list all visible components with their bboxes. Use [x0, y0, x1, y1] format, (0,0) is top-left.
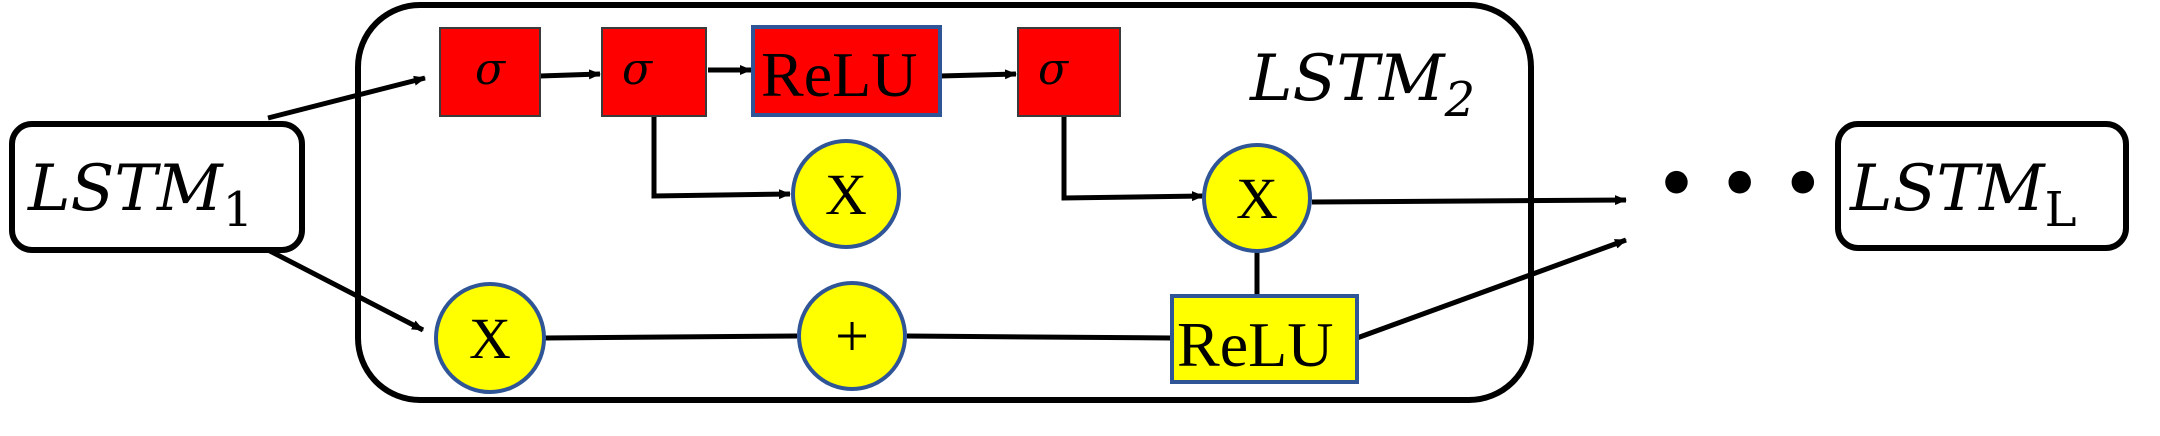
lstm2-title: LSTM2 [1249, 42, 1475, 128]
arrow-lstm1-to-mult-bottom [266, 247, 425, 333]
line-add-to-relu [906, 333, 1173, 341]
gate-1-label: σ [475, 44, 507, 95]
arrow-relu-to-ellipsis [1356, 237, 1627, 341]
gate-1: σ [439, 27, 541, 117]
add-bottom-label: + [835, 303, 869, 369]
arrow-gate4-to-mult2 [1061, 116, 1204, 202]
gate-3-label: ReLU [761, 39, 917, 110]
arrow-gate2-to-mult1 [651, 116, 791, 200]
mult-top-1-label: X [825, 162, 867, 227]
relu-box: ReLU [1170, 294, 1359, 384]
gate-3-box [751, 25, 942, 117]
line-mult-bottom-to-add [544, 333, 798, 341]
gate-1-box [439, 27, 541, 117]
relu-box-rect [1170, 294, 1359, 384]
connectors [266, 65, 1627, 341]
add-bottom: + [797, 281, 907, 391]
mult-top-1-circle [791, 139, 901, 249]
gate-4: σ [1017, 27, 1121, 117]
mult-bottom-label: X [469, 306, 511, 371]
arrow-relu-to-gate4 [939, 69, 1017, 80]
mult-top-1: X [791, 139, 901, 249]
relu-box-label: ReLU [1177, 309, 1333, 380]
mult-top-2: X [1202, 143, 1312, 253]
mult-bottom: X [434, 282, 546, 394]
add-bottom-circle [797, 281, 907, 391]
mult-top-2-label: X [1236, 166, 1278, 231]
lstm1-label: LSTM1 [27, 152, 253, 238]
lstm1-box [9, 121, 305, 253]
mult-top-2-circle [1202, 143, 1312, 253]
ellipsis: • • • [1656, 148, 1823, 222]
arrow-lstm1-to-gate1 [267, 75, 426, 121]
gate-4-label: σ [1038, 44, 1070, 95]
gate-2: σ [601, 27, 707, 117]
arrow-mult2-to-ellipsis [1311, 195, 1627, 206]
gate-4-box [1017, 27, 1121, 117]
gate-3: ReLU [751, 25, 942, 117]
gate-2-label: σ [622, 44, 654, 95]
lstmL-label: LSTML [1849, 152, 2076, 238]
gate-2-box [601, 27, 707, 117]
mult-bottom-circle [434, 282, 546, 394]
lstmL-box [1835, 121, 2129, 251]
arrow-gate1-to-gate2 [539, 69, 601, 80]
